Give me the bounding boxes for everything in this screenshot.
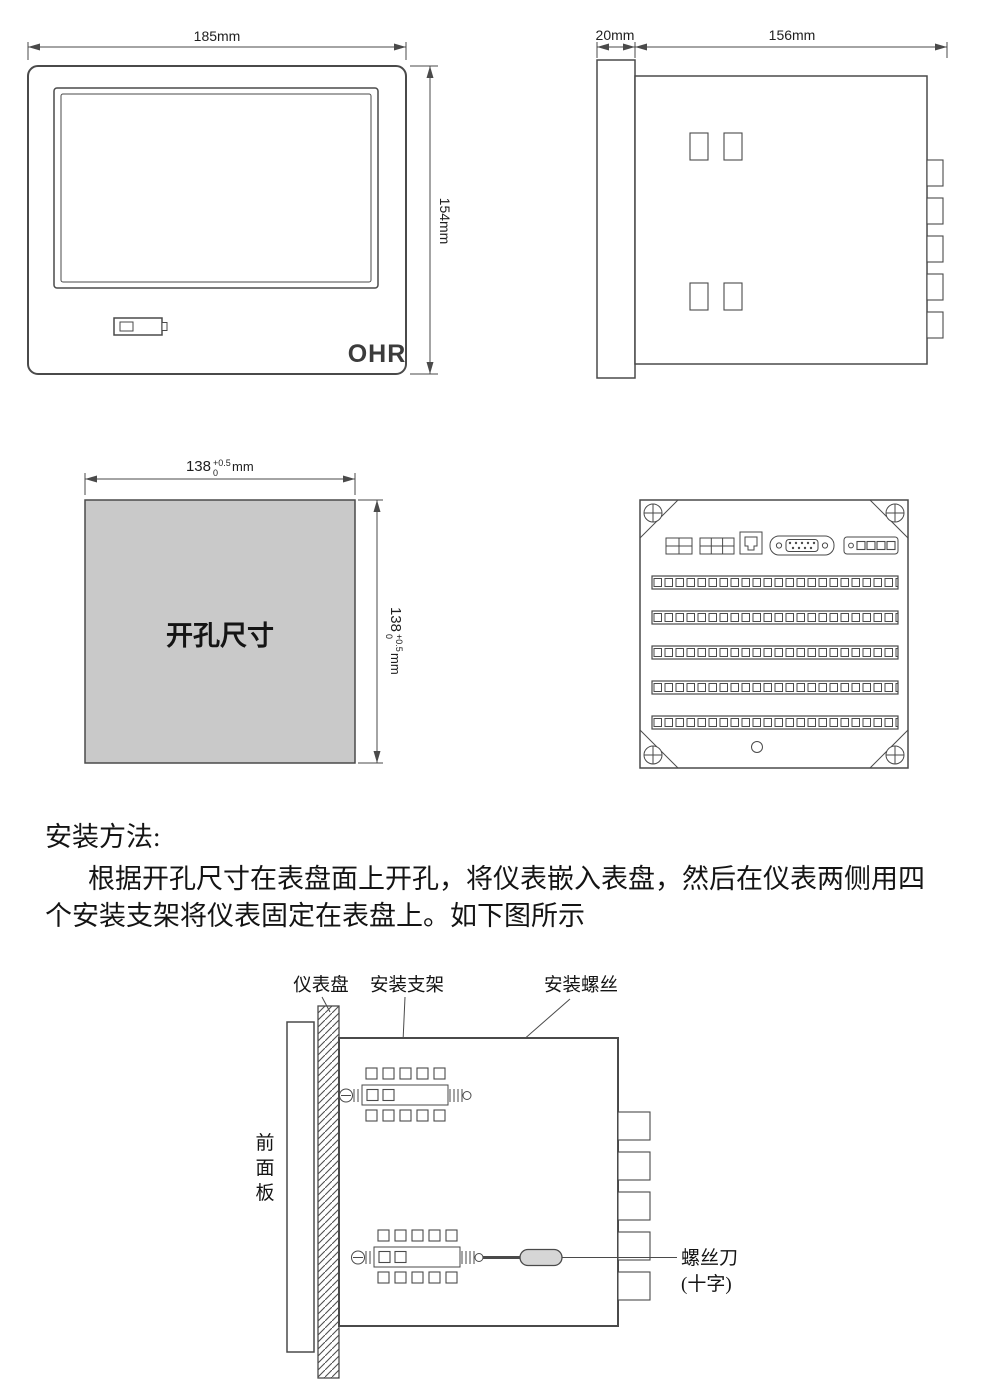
rj45-port-icon	[739, 531, 763, 555]
connector-grid-b	[699, 537, 735, 555]
svg-text:面: 面	[255, 1158, 274, 1179]
side-dim-depth: 156mm	[635, 27, 948, 58]
svg-text:前: 前	[255, 1132, 274, 1154]
svg-text:板: 板	[255, 1182, 274, 1204]
connector-grid-a	[665, 537, 693, 555]
label-panel: 仪表盘	[293, 975, 349, 996]
front-height-label: 154mm	[437, 198, 453, 245]
cutout-height-tol-sub: 0	[384, 634, 394, 639]
side-depth-label: 156mm	[769, 27, 816, 43]
front-view: 185mm OHR 154mm	[27, 28, 453, 375]
rear-view	[639, 499, 909, 769]
label-bracket: 安装支架	[370, 975, 444, 996]
corner-screw-icon	[643, 503, 905, 765]
front-dim-width: 185mm	[27, 28, 407, 60]
install-diagram: 仪表盘 安装支架 安装螺丝	[255, 975, 738, 1379]
instructions-heading: 安装方法:	[45, 822, 161, 852]
mounting-bracket-lower	[373, 1229, 461, 1284]
terminal-strips	[651, 575, 899, 730]
instructions-line2: 个安装支架将仪表固定在表盘上。如下图所示	[45, 901, 585, 931]
side-vent-holes	[689, 132, 743, 311]
instructions: 安装方法: 根据开孔尺寸在表盘面上开孔，将仪表嵌入表盘，然后在仪表两侧用四 个安…	[45, 822, 925, 931]
label-front-panel: 前 面 板	[255, 1132, 274, 1204]
cutout-label: 开孔尺寸	[166, 621, 274, 651]
cutout-square	[84, 499, 356, 764]
db9-port-icon	[769, 535, 835, 556]
cutout-dim-height: 138 +0.5 0 mm	[358, 499, 404, 764]
cutout-dim-width: 138 +0.5 0 mm	[84, 458, 356, 495]
cutout-height-value: 138	[387, 607, 404, 632]
terminal-strip	[651, 645, 899, 660]
brand-text: OHR	[348, 340, 407, 368]
side-view: 20mm 156mm	[596, 27, 948, 379]
side-bezel-label: 20mm	[596, 27, 635, 43]
terminal-strip	[651, 575, 899, 590]
side-bezel	[596, 59, 636, 379]
cutout-width-unit: mm	[232, 459, 254, 474]
label-screw: 安装螺丝	[544, 975, 618, 996]
terminal-strip	[651, 610, 899, 625]
front-width-label: 185mm	[194, 28, 241, 44]
cutout-width-tol-sup: +0.5	[213, 458, 231, 468]
side-body	[634, 75, 928, 365]
panel-hatch-bar	[317, 1005, 340, 1379]
body-terminal-tabs	[617, 1111, 651, 1301]
mounting-screw-lower	[351, 1250, 484, 1265]
front-panel-bar	[286, 1021, 315, 1353]
front-dim-height: 154mm	[410, 65, 453, 375]
cutout-width-tol-sub: 0	[213, 468, 218, 478]
label-screwdriver: 螺丝刀	[681, 1247, 738, 1269]
side-dim-bezel: 20mm	[596, 27, 636, 58]
label-screwdriver-type: (十字)	[681, 1273, 732, 1295]
instructions-line1: 根据开孔尺寸在表盘面上开孔，将仪表嵌入表盘，然后在仪表两侧用四	[88, 864, 925, 894]
rear-hole	[751, 741, 763, 753]
mounting-screw-upper	[339, 1088, 472, 1103]
cutout-width-value: 138	[186, 458, 211, 475]
side-terminal-tabs	[926, 159, 944, 339]
terminal-strip	[651, 680, 899, 695]
power-terminal-icon	[843, 536, 899, 555]
cutout-height-tol-sup: +0.5	[394, 634, 404, 652]
cutout-height-unit: mm	[388, 653, 403, 675]
front-screen	[53, 87, 379, 289]
cutout-view: 138 +0.5 0 mm 开孔尺寸 138 +0.5 0 mm	[84, 458, 404, 764]
battery-icon	[113, 317, 168, 336]
mounting-bracket-upper	[361, 1067, 449, 1122]
terminal-strip	[651, 715, 899, 730]
